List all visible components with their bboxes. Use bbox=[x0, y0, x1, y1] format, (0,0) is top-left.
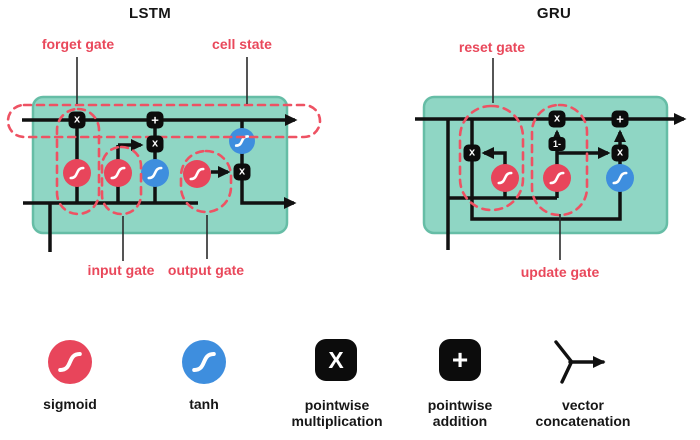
concat-upper-arm bbox=[554, 340, 573, 363]
gru-reset-multiply-node: x bbox=[463, 144, 481, 162]
lstm-forget-multiply-node: x bbox=[68, 111, 86, 129]
lstm-tanh-cell bbox=[229, 128, 255, 154]
legend-tanh-label: tanh bbox=[189, 396, 219, 412]
legend-icons bbox=[48, 340, 606, 384]
cell-state-label: cell state bbox=[212, 36, 272, 52]
legend-addition-label-line1: pointwise bbox=[427, 397, 493, 413]
legend-addition-label: pointwise addition bbox=[428, 397, 493, 429]
gru-one-minus-node: 1- bbox=[548, 137, 566, 151]
lstm-input-multiply-node: x bbox=[146, 135, 164, 153]
gru-title: GRU bbox=[536, 5, 572, 22]
gru-add-node: + bbox=[611, 110, 629, 128]
gru-reset-route bbox=[470, 119, 622, 221]
legend-sigmoid-icon bbox=[48, 340, 92, 384]
lstm-sigmoid-output bbox=[183, 160, 211, 188]
output-gate-label: output gate bbox=[167, 262, 245, 278]
update-gate-label: update gate bbox=[520, 264, 600, 280]
lstm-add-node: + bbox=[146, 111, 164, 129]
legend-multiplication-label-line1: pointwise bbox=[304, 397, 370, 413]
legend-addition-label-line2: addition bbox=[432, 413, 488, 429]
legend-sigmoid-label: sigmoid bbox=[43, 396, 97, 412]
gru-sigmoid-update bbox=[543, 164, 571, 192]
legend-concat-icon bbox=[554, 340, 606, 384]
gru-update-multiply-node: x bbox=[548, 110, 566, 128]
legend-tanh-icon bbox=[182, 340, 226, 384]
legend-multiply-icon: X bbox=[315, 339, 357, 381]
legend-multiplication-label: pointwise multiplication bbox=[292, 397, 383, 429]
lstm-title: LSTM bbox=[128, 5, 172, 22]
input-gate-label: input gate bbox=[87, 262, 155, 278]
legend-concatenation-label-line2: concatenation bbox=[535, 413, 631, 429]
legend-add-icon: + bbox=[439, 339, 481, 381]
cell-state-outline bbox=[6, 103, 322, 139]
gru-sigmoid-reset bbox=[491, 164, 519, 192]
legend-concatenation-label-line1: vector bbox=[561, 397, 605, 413]
forget-gate-outline bbox=[55, 107, 101, 216]
reset-gate-outline bbox=[458, 104, 525, 212]
gru-tanh-candidate bbox=[606, 164, 634, 192]
lstm-sigmoid-input bbox=[104, 159, 132, 187]
input-gate-outline bbox=[100, 145, 143, 216]
lstm-sigmoid-forget bbox=[63, 159, 91, 187]
forget-gate-label: forget gate bbox=[41, 36, 115, 52]
concat-lower-arm bbox=[560, 361, 573, 384]
legend-multiplication-label-line2: multiplication bbox=[291, 413, 383, 429]
output-gate-outline bbox=[179, 149, 233, 214]
lstm-tanh-input bbox=[141, 159, 169, 187]
activation-circles bbox=[63, 128, 634, 192]
label-pointer-lines bbox=[76, 57, 561, 261]
reset-gate-label: reset gate bbox=[458, 39, 526, 55]
legend-concatenation-label: vector concatenation bbox=[536, 397, 631, 429]
gru-candidate-multiply-node: x bbox=[611, 144, 629, 162]
lstm-output-multiply-node: x bbox=[233, 163, 251, 181]
